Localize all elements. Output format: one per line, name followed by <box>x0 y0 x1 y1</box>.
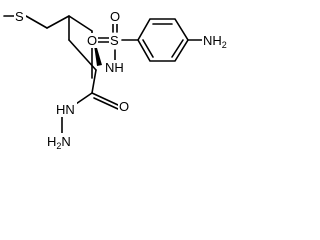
atom-nh2-para: NH2 <box>203 33 227 50</box>
atom-s-thioether: S <box>15 9 24 24</box>
ring-double-2 <box>171 39 184 58</box>
bond-s-ch2 <box>25 15 48 29</box>
atom-h2n-hydrazide: H2N <box>47 134 71 151</box>
chemical-structure: S S O O NH2 NH O HN H2N <box>3 9 228 151</box>
bond-carbonyl-o-2 <box>93 97 119 110</box>
atom-hn-hydrazide: HN <box>56 102 75 117</box>
ring-double-3 <box>142 39 154 58</box>
bond-carbonyl-o-1 <box>91 92 119 106</box>
bond-ch2-ch2 <box>46 15 70 29</box>
benzene-ring <box>137 18 189 62</box>
bond-ch2-alpha <box>68 15 93 32</box>
atom-o-left: O <box>87 33 97 48</box>
atom-o-carbonyl: O <box>119 99 129 114</box>
bond-ch2-alpha-2 <box>68 39 97 71</box>
atom-label-layer: S S O O NH2 NH O HN H2N <box>14 9 228 151</box>
bond-alpha-c-carbonyl <box>91 69 97 94</box>
atom-nh-sulfonamide: NH <box>105 60 124 75</box>
atom-o-top: O <box>110 9 120 24</box>
atom-s-sulfonyl: S <box>110 33 119 48</box>
bond-layer <box>3 15 203 136</box>
